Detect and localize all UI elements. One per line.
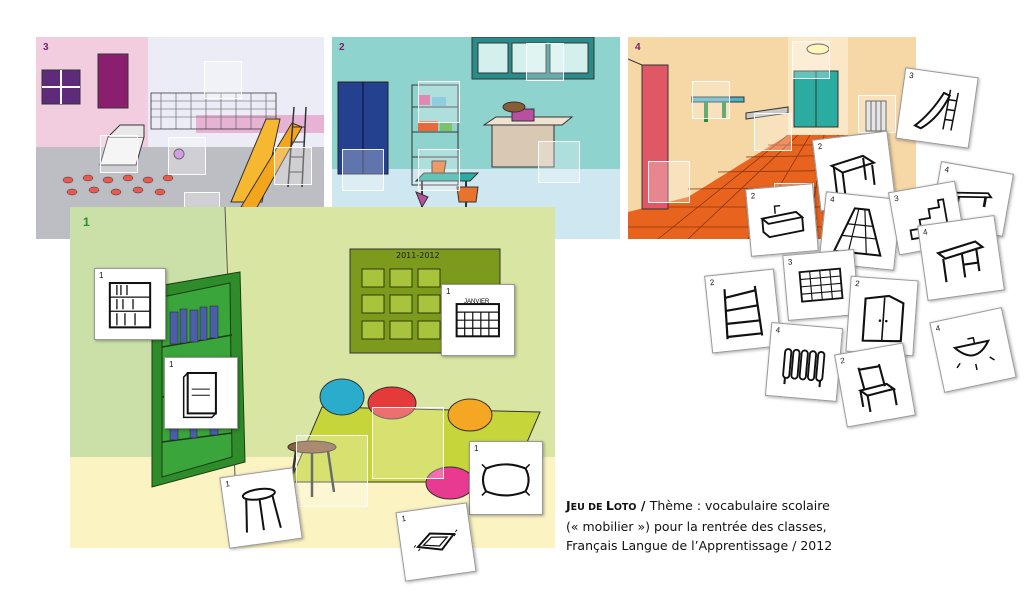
book-icon (183, 372, 218, 419)
desk-icon (935, 240, 985, 283)
slot-wall[interactable] (204, 61, 242, 99)
scene-number: 4 (635, 42, 641, 53)
slot-rug[interactable] (372, 407, 444, 479)
card-number: 2 (854, 279, 860, 289)
card-number: 2 (839, 355, 846, 366)
slot-slide[interactable] (274, 147, 312, 185)
card-number: 3 (908, 70, 915, 81)
slot-lamp[interactable] (792, 41, 830, 79)
card-chair[interactable]: 2 (834, 342, 916, 428)
card-stool[interactable]: 1 (219, 467, 303, 549)
table-icon (829, 154, 877, 195)
caption-title-sep: / (636, 498, 650, 513)
card-wall[interactable]: 3 (782, 248, 860, 322)
caption: JEU DE LOTO / Thème : vocabulaire scolai… (566, 496, 832, 555)
scene-number: 2 (339, 42, 345, 53)
card-floor-tiles[interactable]: 4 (818, 191, 902, 271)
cushion-icon (481, 462, 531, 497)
radiator-icon (782, 347, 826, 387)
caption-line-2: (« mobilier ») pour la rentrée des class… (566, 519, 827, 534)
scene-number: 3 (43, 42, 49, 53)
ceiling-lamp-icon (952, 337, 996, 371)
card-rug[interactable]: 1 (395, 502, 477, 582)
chair-icon (857, 363, 898, 412)
slot-table[interactable] (418, 149, 460, 191)
floor-tiles-icon (833, 207, 883, 257)
card-number: 2 (709, 277, 715, 288)
wall-icon (798, 267, 844, 303)
card-cushion[interactable]: 1 (469, 441, 543, 515)
caption-title-letter-j: J (566, 498, 571, 513)
card-number: 4 (829, 194, 836, 205)
caption-title-rest-2: OTO (613, 502, 637, 513)
card-desk[interactable]: 4 (917, 214, 1005, 302)
caption-title-rest-1: EU DE (570, 502, 606, 513)
calendar-icon (455, 303, 501, 338)
card-number: 1 (99, 271, 104, 280)
classroom-drawing (337, 37, 595, 212)
card-calendar[interactable]: 1 JANVIER (441, 284, 515, 356)
caption-theme-label: Thème : (649, 498, 706, 513)
card-number: 4 (775, 325, 781, 335)
card-slide[interactable]: 3 (895, 67, 979, 149)
card-number: 4 (922, 227, 929, 237)
card-shelf-unit[interactable]: 2 (704, 268, 782, 354)
rug-icon (413, 529, 458, 552)
scene-number: 1 (83, 215, 90, 229)
card-number: 1 (446, 287, 451, 296)
slide-icon (913, 89, 960, 131)
calendar-year: 2011-2012 (396, 251, 440, 260)
caption-line-1-rest: vocabulaire scolaire (705, 498, 830, 513)
slot-ball[interactable] (168, 137, 206, 175)
card-number: 1 (169, 360, 174, 369)
card-number: 1 (474, 444, 479, 453)
card-ceiling-lamp[interactable]: 4 (929, 307, 1017, 393)
slot-radiator[interactable] (858, 95, 896, 133)
slot-stool[interactable] (296, 435, 368, 507)
slot-door[interactable] (648, 161, 690, 203)
cupboard-icon (861, 294, 905, 343)
bookshelf-icon (108, 282, 152, 329)
card-bookshelf[interactable]: 1 (94, 268, 166, 340)
slot-coat-rack[interactable] (692, 81, 730, 119)
shelf-unit-icon (723, 285, 764, 340)
caption-line-1: JEU DE LOTO / Thème : vocabulaire scolai… (566, 496, 832, 517)
scene-2-classroom: 2 (332, 37, 620, 239)
card-sink[interactable]: 2 (745, 183, 819, 257)
stool-icon (242, 487, 283, 533)
slot-stairs[interactable] (100, 135, 138, 173)
sink-icon (759, 204, 804, 238)
playground-drawing (41, 53, 307, 210)
caption-title-letter-l: L (605, 498, 614, 513)
slot-window[interactable] (526, 43, 564, 81)
slot-shelf-unit[interactable] (418, 81, 460, 123)
scene-3-playground: 3 (36, 37, 324, 239)
slot-desk[interactable] (538, 141, 580, 183)
calendar-month-label: JANVIER (464, 299, 490, 305)
slot-bench[interactable] (754, 113, 792, 151)
card-radiator[interactable]: 4 (764, 322, 844, 402)
card-table[interactable]: 2 (811, 130, 897, 212)
card-book[interactable]: 1 (164, 357, 238, 429)
card-number: 2 (817, 141, 823, 152)
card-cupboard[interactable]: 2 (845, 275, 919, 357)
caption-line-3: Français Langue de l’Apprentissage / 201… (566, 538, 833, 553)
slot-cupboard[interactable] (342, 149, 384, 191)
